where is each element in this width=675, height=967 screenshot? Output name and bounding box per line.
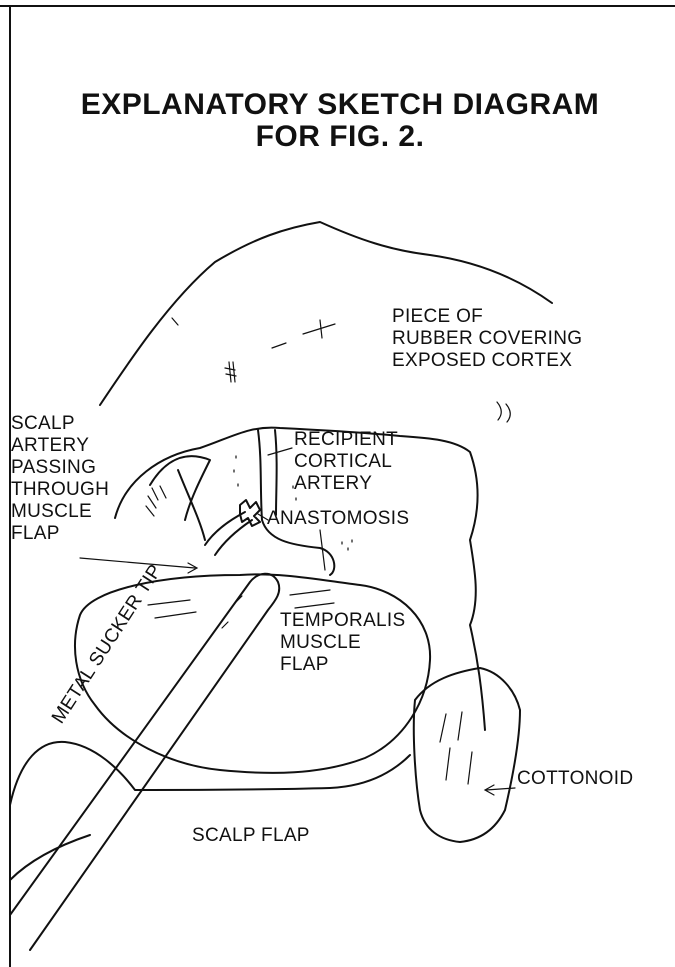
- label-line: FLAP: [11, 523, 109, 545]
- label-line: RECIPIENT: [294, 429, 398, 451]
- label-line: EXPOSED CORTEX: [392, 350, 582, 372]
- label-cottonoid: COTTONOID: [517, 768, 633, 790]
- scalp-flap-edge: [10, 835, 90, 880]
- label-recipient-artery: RECIPIENT CORTICAL ARTERY: [294, 429, 398, 495]
- artery-shading: [146, 486, 166, 516]
- rubber-dash-1: [272, 343, 286, 348]
- rubber-chevrons: [497, 402, 510, 422]
- label-line: ARTERY: [11, 435, 109, 457]
- label-line: MUSCLE: [11, 501, 109, 523]
- label-line: FLAP: [280, 654, 405, 676]
- label-scalp-artery: SCALP ARTERY PASSING THROUGH MUSCLE FLAP: [11, 413, 109, 545]
- metal-sucker-tip: [10, 574, 279, 950]
- label-line: SCALP: [11, 413, 109, 435]
- scalp-artery-pointer: [80, 558, 195, 568]
- label-line: PIECE OF: [392, 306, 582, 328]
- scalp-flap-outline: [10, 742, 410, 805]
- label-piece-of-rubber: PIECE OF RUBBER COVERING EXPOSED CORTEX: [392, 306, 582, 372]
- donor-vessel: [205, 512, 252, 555]
- rubber-dash-2: [303, 320, 335, 338]
- scalp-artery-vessel: [150, 456, 210, 520]
- label-line: PASSING: [11, 457, 109, 479]
- label-temporalis: TEMPORALIS MUSCLE FLAP: [280, 610, 405, 676]
- label-line: RUBBER COVERING: [392, 328, 582, 350]
- label-line: TEMPORALIS: [280, 610, 405, 632]
- hash-mark: [225, 362, 236, 382]
- label-anastomosis: ANASTOMOSIS: [267, 508, 409, 530]
- label-line: ARTERY: [294, 473, 398, 495]
- label-line: CORTICAL: [294, 451, 398, 473]
- label-line: THROUGH: [11, 479, 109, 501]
- sucker-highlight: [222, 596, 242, 628]
- label-line: MUSCLE: [280, 632, 405, 654]
- cottonoid-outline: [414, 668, 520, 842]
- cottonoid-strokes: [440, 712, 472, 784]
- rubber-edge-tick: [172, 318, 178, 325]
- recipient-pointer: [268, 448, 292, 455]
- label-scalp-flap: SCALP FLAP: [192, 825, 310, 847]
- recipient-artery-wall: [275, 430, 277, 515]
